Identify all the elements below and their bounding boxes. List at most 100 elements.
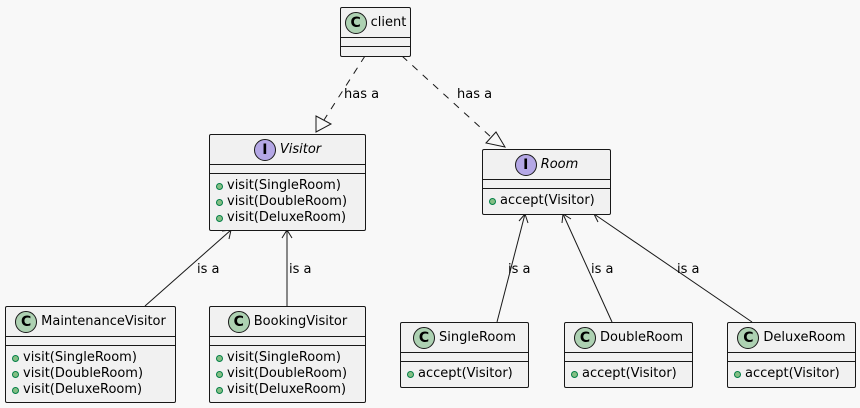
public-method-icon [216,214,223,222]
relation-client-visitor: has a [315,55,379,133]
class-booking-visitor[interactable]: C BookingVisitor visit(SingleRoom) visit… [209,306,366,403]
class-c-icon: C [413,326,435,349]
relation-double-room: is a [561,213,613,323]
relation-single-room: is a [496,213,530,323]
relation-label: is a [508,262,530,277]
public-method-icon [734,370,741,378]
relation-label: is a [197,262,219,277]
class-c-icon: C [227,310,250,333]
class-name: Visitor [279,142,322,157]
methods-compartment: accept(Visitor) [728,362,855,386]
relation-label: is a [591,262,613,277]
methods-compartment [341,47,410,55]
class-client[interactable]: C client [340,7,411,57]
method: visit(SingleRoom) [12,350,169,366]
method-signature: visit(SingleRoom) [227,178,341,193]
method: accept(Visitor) [489,193,604,209]
public-method-icon [12,354,19,362]
interface-room[interactable]: I Room accept(Visitor) [482,149,611,215]
class-header: C client [341,8,410,38]
method: visit(DeluxeRoom) [216,382,359,398]
class-name: BookingVisitor [253,314,348,329]
interface-i-icon: I [253,138,276,161]
interface-i-icon: I [514,153,537,176]
methods-compartment: accept(Visitor) [401,362,528,386]
fields-compartment [483,180,610,189]
class-header: C DoubleRoom [565,323,692,353]
method-signature: visit(DeluxeRoom) [227,382,347,397]
class-c-icon: C [15,310,38,333]
relation-booking-visitor: is a [281,229,311,306]
relation-label: is a [677,262,699,277]
method-signature: visit(DoubleRoom) [227,194,348,209]
methods-compartment: accept(Visitor) [565,362,692,386]
class-double-room[interactable]: C DoubleRoom accept(Visitor) [564,322,693,388]
class-c-icon: C [737,326,760,349]
method: visit(DoubleRoom) [12,366,169,382]
method-signature: accept(Visitor) [582,366,677,381]
method: visit(DeluxeRoom) [12,382,169,398]
relation-label: has a [457,87,492,102]
method: visit(SingleRoom) [216,350,359,366]
method-signature: accept(Visitor) [500,193,595,208]
fields-compartment [341,38,410,47]
class-deluxe-room[interactable]: C DeluxeRoom accept(Visitor) [727,322,856,388]
public-method-icon [12,386,19,394]
method-signature: visit(SingleRoom) [227,350,341,365]
class-maintenance-visitor[interactable]: C MaintenanceVisitor visit(SingleRoom) v… [5,306,176,403]
fields-compartment [565,353,692,362]
class-name: DoubleRoom [599,330,684,345]
method: accept(Visitor) [734,366,849,382]
methods-compartment: visit(SingleRoom) visit(DoubleRoom) visi… [210,174,365,230]
method-signature: accept(Visitor) [745,366,840,381]
class-header: I Visitor [210,135,365,165]
method: visit(DoubleRoom) [216,194,359,210]
method-signature: visit(DeluxeRoom) [23,382,143,397]
class-single-room[interactable]: C SingleRoom accept(Visitor) [400,322,529,388]
public-method-icon [12,370,19,378]
fields-compartment [210,337,365,346]
class-header: C BookingVisitor [210,307,365,337]
public-method-icon [216,182,223,190]
fields-compartment [728,353,855,362]
public-method-icon [216,370,223,378]
public-method-icon [216,354,223,362]
methods-compartment: visit(SingleRoom) visit(DoubleRoom) visi… [210,346,365,402]
fields-compartment [401,353,528,362]
methods-compartment: visit(SingleRoom) visit(DoubleRoom) visi… [6,346,175,402]
class-name: SingleRoom [439,330,516,345]
method: visit(DeluxeRoom) [216,210,359,226]
public-method-icon [216,386,223,394]
method-signature: visit(DoubleRoom) [227,366,348,381]
class-header: C SingleRoom [401,323,528,353]
relation-label: is a [289,262,311,277]
method-signature: visit(DoubleRoom) [23,366,144,381]
method-signature: accept(Visitor) [418,366,513,381]
class-header: C MaintenanceVisitor [6,307,175,337]
relation-label: has a [344,87,379,102]
class-name: client [370,15,407,30]
public-method-icon [571,370,578,378]
class-header: I Room [483,150,610,180]
fields-compartment [210,165,365,174]
method: accept(Visitor) [571,366,686,382]
method: visit(DoubleRoom) [216,366,359,382]
methods-compartment: accept(Visitor) [483,189,610,213]
class-name: DeluxeRoom [763,330,846,345]
fields-compartment [6,337,175,346]
class-c-icon: C [344,11,367,34]
interface-visitor[interactable]: I Visitor visit(SingleRoom) visit(Double… [209,134,366,231]
method: accept(Visitor) [407,366,522,382]
class-name: MaintenanceVisitor [41,314,166,329]
method-signature: visit(DeluxeRoom) [227,210,347,225]
public-method-icon [407,370,414,378]
relation-maintenance-visitor: is a [144,229,232,307]
public-method-icon [489,197,496,205]
relation-client-room: has a [401,55,507,148]
relation-deluxe-room: is a [593,213,753,323]
method: visit(SingleRoom) [216,178,359,194]
public-method-icon [216,198,223,206]
class-name: Room [540,157,579,172]
method-signature: visit(SingleRoom) [23,350,137,365]
